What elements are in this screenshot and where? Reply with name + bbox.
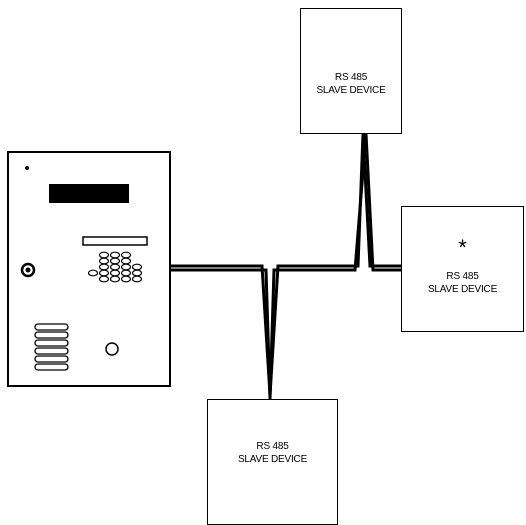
panel-display-screen: [49, 184, 129, 203]
device-label-line2: SLAVE DEVICE: [427, 284, 498, 295]
device-label: RS 485 SLAVE DEVICE: [208, 440, 337, 466]
asterisk-note-marker: *: [458, 235, 467, 260]
device-label-line2: SLAVE DEVICE: [237, 454, 308, 465]
rs485-slave-device-right: * RS 485 SLAVE DEVICE: [401, 206, 524, 332]
rs485-bus: [170, 133, 402, 400]
device-label: RS 485 SLAVE DEVICE: [402, 270, 523, 296]
device-label-line1: RS 485: [256, 441, 289, 452]
panel-indicator-dot: [25, 166, 29, 170]
rs485-slave-device-top: RS 485 SLAVE DEVICE: [300, 8, 402, 134]
panel-call-button: [105, 342, 119, 356]
bus-wire-lower: [170, 133, 402, 400]
access-control-panel: [7, 151, 171, 387]
panel-directory-slot: [82, 236, 148, 246]
rs485-slave-device-bottom: RS 485 SLAVE DEVICE: [207, 399, 338, 525]
panel-keyswitch-icon: [20, 262, 36, 278]
device-label-line1: RS 485: [334, 72, 368, 83]
device-label: RS 485 SLAVE DEVICE: [301, 71, 401, 97]
device-label-line2: SLAVE DEVICE: [316, 85, 386, 96]
bus-wire-upper: [170, 133, 402, 396]
panel-speaker-grille: [34, 323, 69, 371]
panel-keypad: [87, 251, 143, 283]
device-label-line1: RS 485: [446, 271, 479, 282]
